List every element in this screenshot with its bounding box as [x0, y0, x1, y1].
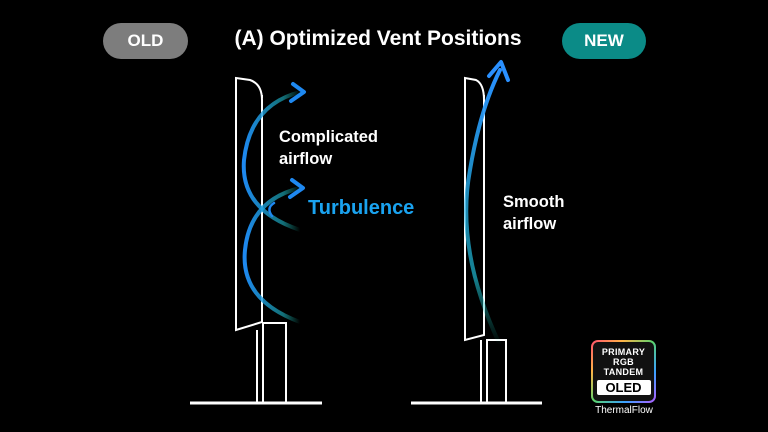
- old-tv-panel: [235, 76, 263, 332]
- old-lower-arrow: [242, 186, 302, 324]
- badge-line2: RGB: [613, 357, 634, 367]
- new-label: NEW: [584, 31, 624, 50]
- old-upper-arrow: [241, 90, 302, 232]
- new-airflow-arrow: [464, 60, 510, 347]
- primary-rgb-tandem-oled-logo: PRIMARY RGB TANDEM OLED: [591, 340, 656, 403]
- smooth-airflow-label: Smooth airflow: [503, 191, 564, 235]
- turbulence-swirl-icon: [268, 201, 276, 218]
- complicated-airflow-label: Complicated airflow: [279, 126, 378, 170]
- old-upper-arrowhead: [289, 82, 306, 103]
- old-badge: OLD: [103, 23, 188, 59]
- old-lower-arrowhead: [288, 178, 305, 199]
- badge-line3: TANDEM: [603, 367, 644, 377]
- new-tv-stand: [486, 339, 507, 404]
- new-tv-profile: [411, 76, 542, 405]
- badge-oled: OLED: [596, 380, 651, 395]
- smooth-arrowhead: [487, 60, 510, 82]
- smooth-line1: Smooth: [503, 193, 565, 211]
- old-tv-stand: [262, 322, 287, 404]
- thermalflow-caption: ThermalFlow: [595, 405, 653, 416]
- smooth-line2: airflow: [503, 215, 557, 233]
- complicated-line1: Complicated: [279, 128, 379, 146]
- smooth-arrow: [464, 68, 502, 347]
- new-badge: NEW: [562, 23, 646, 59]
- slide-title: (A) Optimized Vent Positions: [234, 27, 522, 50]
- old-airflow-arrows: [241, 82, 306, 324]
- old-label: OLD: [127, 31, 164, 50]
- complicated-line2: airflow: [279, 150, 333, 168]
- badge-line1: PRIMARY: [601, 347, 646, 357]
- turbulence-label: Turbulence: [308, 197, 415, 219]
